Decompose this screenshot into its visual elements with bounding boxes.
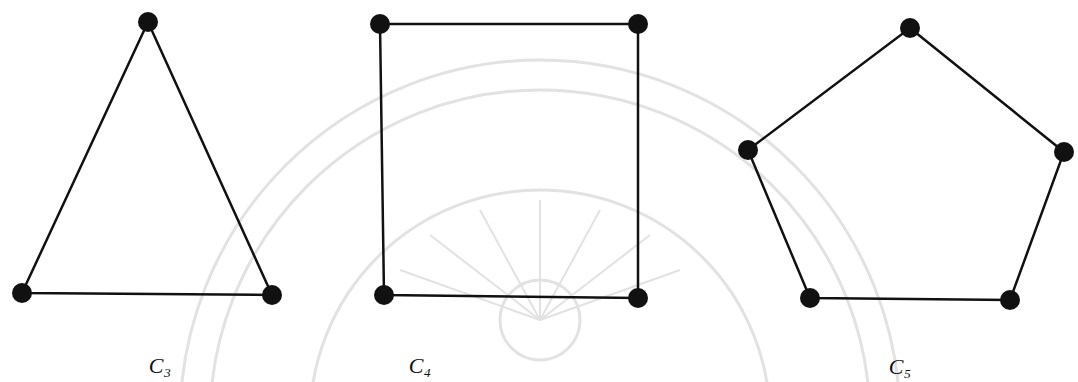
graph-name: C₄ bbox=[409, 355, 431, 377]
watermark-seal bbox=[180, 60, 900, 382]
graph-name: C₅ bbox=[889, 356, 911, 378]
graph-name: C₃ bbox=[149, 355, 171, 377]
graph-vertices bbox=[12, 12, 1074, 310]
cycle-edges bbox=[22, 22, 1064, 300]
